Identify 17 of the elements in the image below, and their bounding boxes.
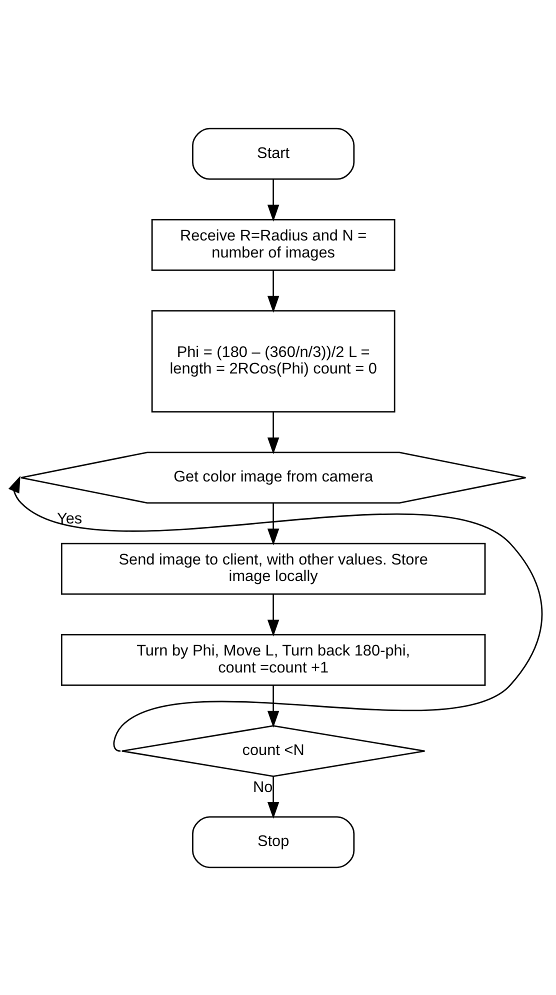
node-box: Turn by Phi, Move L, Turn back 180-phi, count =count +1 — [60, 633, 486, 686]
node-box: Receive R=Radius and N = number of images — [151, 218, 396, 270]
arrow — [267, 412, 280, 454]
node-box: Stop — [192, 816, 355, 868]
arrow — [267, 178, 280, 222]
arrow — [267, 684, 280, 728]
arrow — [267, 776, 280, 818]
arrow — [267, 594, 280, 636]
node-diamond: count <N — [121, 724, 426, 776]
arrow — [8, 475, 543, 751]
edge-label: No — [252, 778, 273, 796]
edge-label: Yes — [56, 510, 82, 528]
node-box: Send image to client, with other values. Store image locally — [60, 542, 486, 594]
arrow — [267, 502, 280, 545]
node-box: Phi = (180 – (360/n/3))/2 L = length = 2RCos(Phi) count = 0 — [151, 310, 396, 412]
node-box: Start — [192, 127, 355, 180]
arrow — [267, 270, 280, 312]
